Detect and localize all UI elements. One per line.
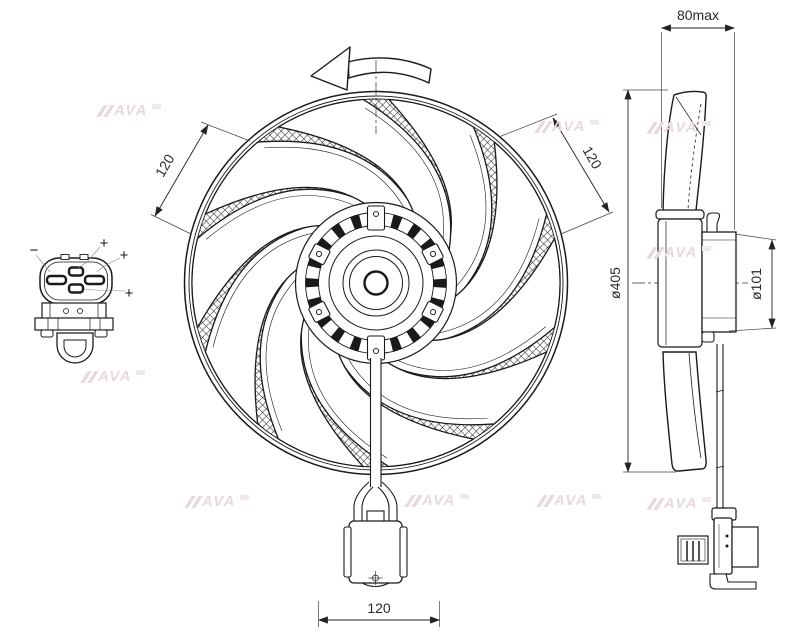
hub-stem-top: [366, 205, 386, 231]
polarity-plus-label: +: [125, 285, 134, 302]
dimension-bottom-120: 120: [318, 600, 440, 627]
fan-side-view: 80max ø405 ø101: [607, 7, 777, 590]
dim-label: 120: [367, 600, 391, 616]
polarity-minus-label: −: [30, 242, 39, 259]
dimension-motor-diameter: ø101: [728, 233, 777, 332]
dim-label: ø405: [607, 267, 623, 299]
hub-tab: [308, 243, 331, 266]
dim-label: ø101: [748, 268, 764, 300]
bottom-connector-bracket: [343, 481, 408, 588]
hub-tab: [308, 300, 331, 323]
polarity-plus-label: +: [120, 247, 129, 264]
blade-profile-upper: [662, 90, 707, 212]
dim-label: 120: [580, 143, 606, 171]
wire-and-connector-side: [677, 344, 759, 590]
dimension-depth-80max: 80max: [661, 7, 735, 230]
plug-pin-slots: [45, 266, 106, 294]
dim-label: 120: [152, 151, 178, 179]
hub-tab: [421, 300, 444, 323]
hub-tab: [421, 243, 444, 266]
hub-shaft: [363, 270, 389, 296]
plug-ring: [56, 332, 94, 364]
dim-label: 80max: [677, 7, 719, 23]
dimension-fan-diameter: ø405: [607, 89, 676, 473]
fan-front-view: 120 120 120: [150, 46, 614, 627]
motor-body-side: [701, 212, 737, 343]
fan-hub: [294, 201, 458, 365]
wire-channel: [369, 358, 382, 488]
polarity-plus-label: +: [100, 235, 109, 252]
rotation-arrow-icon: [310, 46, 432, 91]
connector-plug-detail: − + + +: [30, 235, 134, 364]
blade-profile-lower: [662, 351, 707, 472]
